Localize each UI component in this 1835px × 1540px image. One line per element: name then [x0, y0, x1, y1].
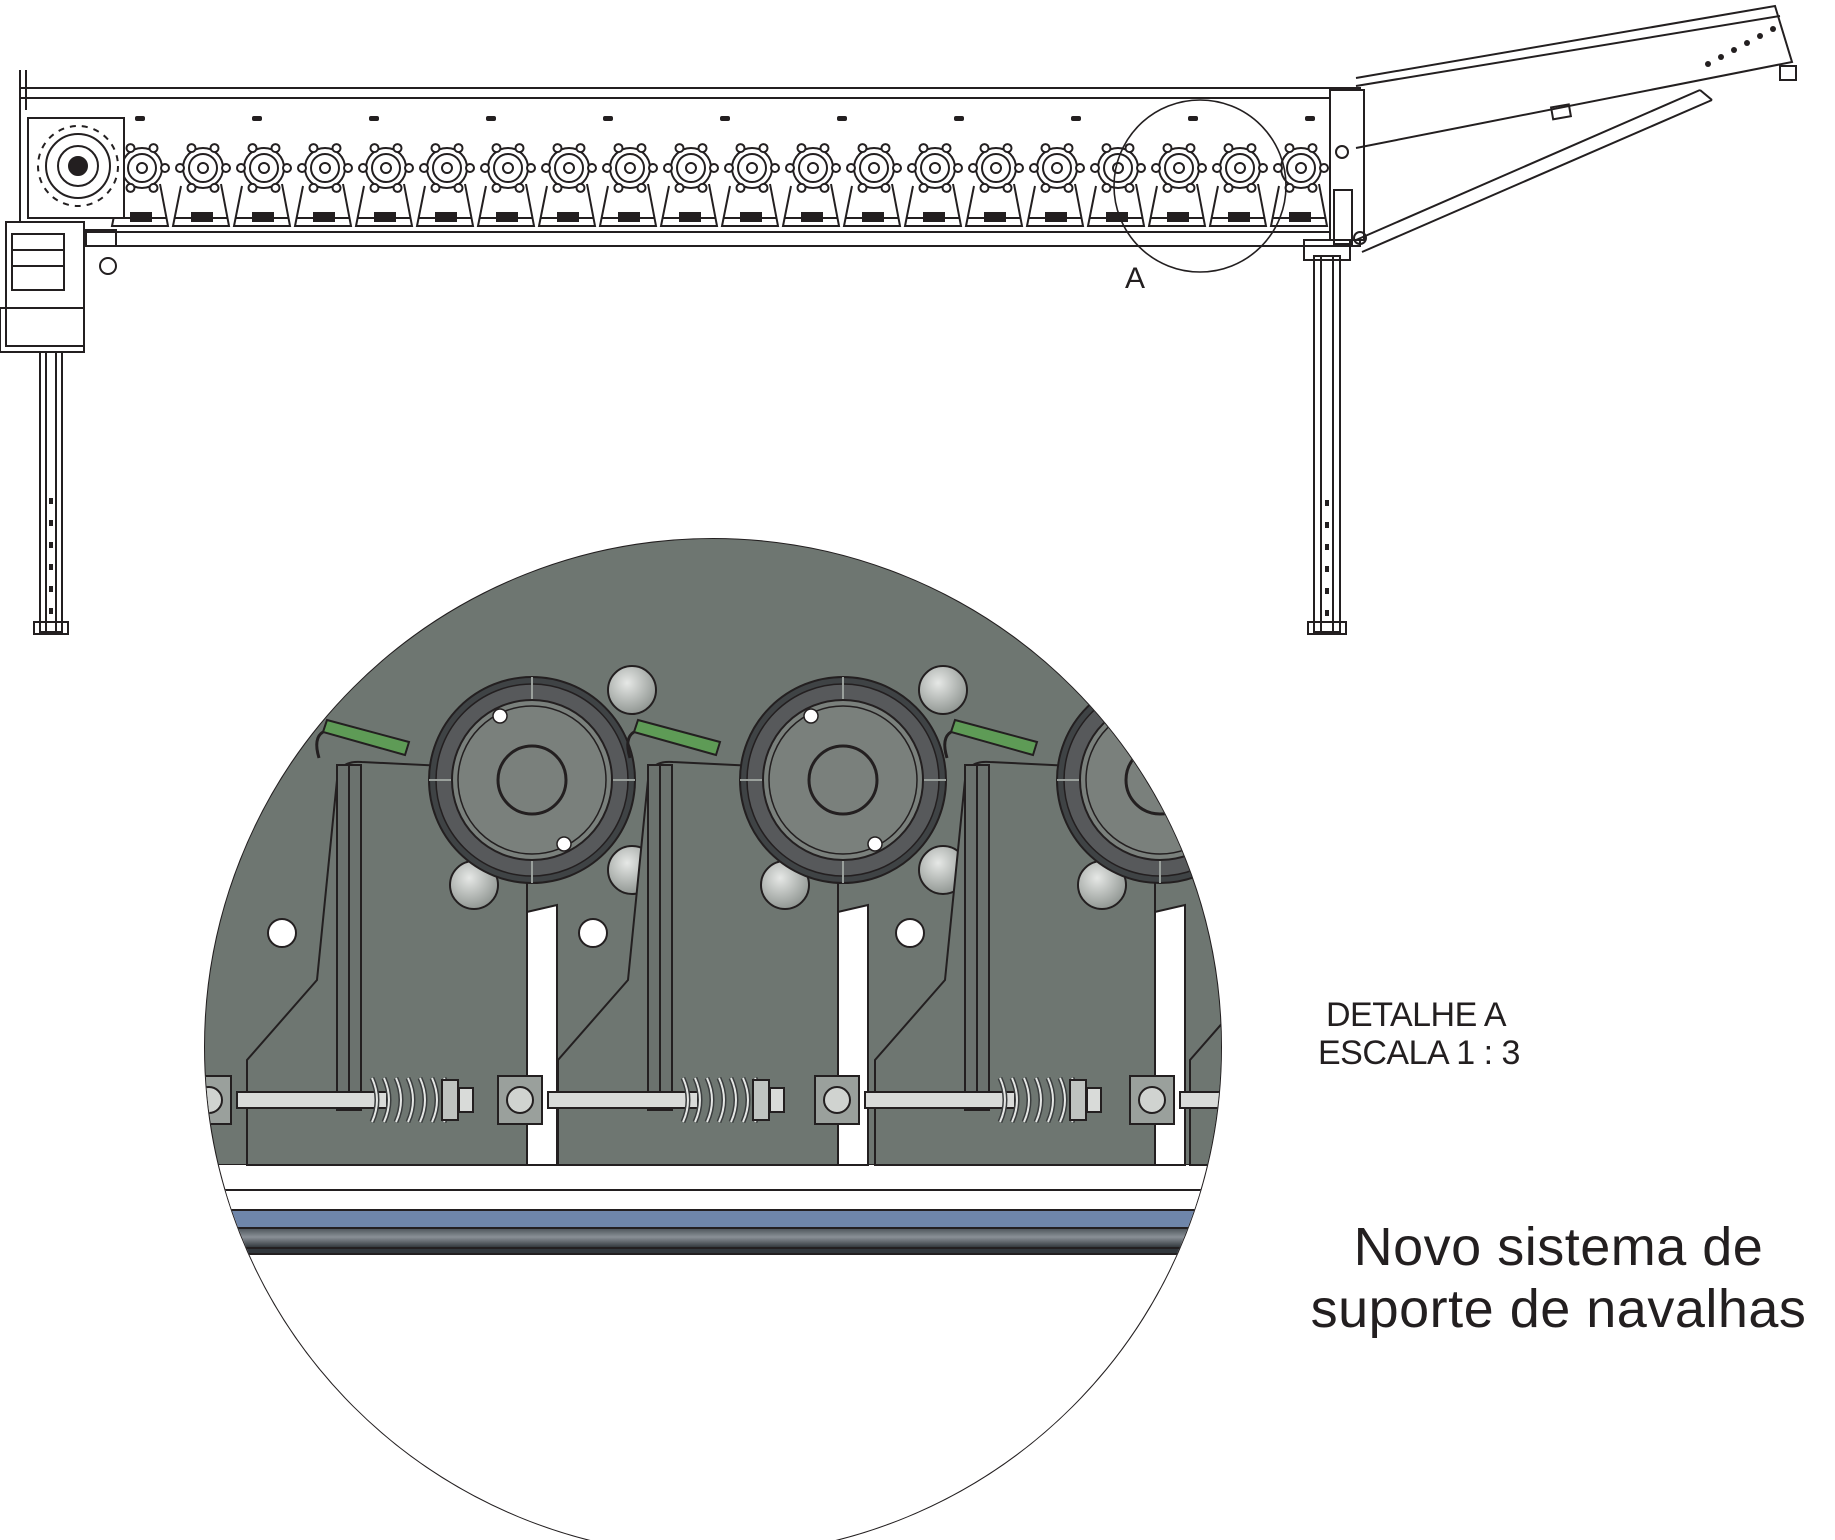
- detail-a-callout-circle: [1113, 99, 1287, 273]
- knife-disc-row: [110, 143, 1329, 227]
- leg-hole: [49, 586, 53, 592]
- leg-hole: [1325, 522, 1329, 528]
- knife-disc: [720, 143, 780, 227]
- bearing-ball: [1551, 666, 1599, 714]
- knife-disc: [781, 143, 841, 227]
- frame-slot: [1071, 116, 1081, 121]
- knife-disc: [598, 143, 658, 227]
- drive-motor: [0, 221, 117, 353]
- frame-slot: [837, 116, 847, 121]
- leg-hole: [49, 564, 53, 570]
- leg-hole: [1325, 566, 1329, 572]
- caption: Novo sistema de suporte de navalhas: [1282, 1216, 1835, 1340]
- pivot-hole: [895, 918, 925, 948]
- caption-line-2: suporte de navalhas: [1310, 1279, 1807, 1339]
- detail-scale: ESCALA 1 : 3: [1318, 1034, 1520, 1072]
- machine-side-view: [0, 4, 1797, 635]
- knife-disc: [232, 143, 292, 227]
- frame-slot: [486, 116, 496, 121]
- knife-disc: [739, 676, 947, 884]
- right-leg: [1303, 239, 1351, 635]
- knife-disc: [659, 143, 719, 227]
- leg-hole: [1325, 500, 1329, 506]
- knife-blade: [632, 718, 722, 757]
- knife-disc: [1208, 143, 1268, 227]
- frame-slot: [1188, 116, 1198, 121]
- frame-slot: [369, 116, 379, 121]
- knife-disc: [1147, 143, 1207, 227]
- compression-spring: [369, 1076, 452, 1124]
- frame-slot: [135, 116, 145, 121]
- frame-slot: [252, 116, 262, 121]
- leg-hole: [1325, 544, 1329, 550]
- knife-holder-unit: [205, 665, 657, 1166]
- knife-disc: [171, 143, 231, 227]
- knife-disc: [842, 143, 902, 227]
- bottom-rail: [205, 1189, 1221, 1255]
- pivot-hole: [267, 918, 297, 948]
- knife-holder-unit: [497, 665, 968, 1166]
- bearing-ball: [1236, 666, 1284, 714]
- bearing-ball: [607, 665, 657, 715]
- bearing-ball: [1551, 846, 1599, 894]
- boom-hole: [1770, 26, 1776, 32]
- leg-hole: [49, 498, 53, 504]
- inclined-boom: [1355, 4, 1797, 253]
- boom-hole: [1718, 54, 1724, 60]
- pivot-hole: [1210, 918, 1221, 948]
- detail-title: DETALHE A: [1325, 996, 1507, 1034]
- leg-hole: [1325, 588, 1329, 594]
- knife-disc: [537, 143, 597, 227]
- detail-marker-a: A: [1125, 262, 1146, 295]
- knife-disc: [293, 143, 353, 227]
- boom-hole: [1705, 61, 1711, 67]
- knife-blade: [1266, 720, 1352, 755]
- knife-disc: [415, 143, 475, 227]
- knife-disc: [476, 143, 536, 227]
- detail-label: DETALHE A ESCALA 1 : 3: [1318, 996, 1520, 1072]
- frame-slots: [135, 116, 1315, 121]
- knife-blade: [949, 718, 1039, 757]
- gearbox: [27, 117, 125, 219]
- knife-disc: [1025, 143, 1085, 227]
- boom-hole: [1731, 47, 1737, 53]
- frame-slot: [603, 116, 613, 121]
- bearing-ball: [1393, 861, 1441, 909]
- knife-blade: [321, 718, 411, 757]
- knife-disc: [1372, 677, 1578, 883]
- knife-disc: [428, 676, 636, 884]
- knife-disc: [1056, 676, 1221, 884]
- caption-line-1: Novo sistema de: [1353, 1217, 1764, 1277]
- knife-disc: [964, 143, 1024, 227]
- detail-a-view: [204, 500, 1599, 1540]
- leg-hole: [49, 520, 53, 526]
- plate-slot: [610, 500, 670, 530]
- knife-disc: [903, 143, 963, 227]
- knife-disc: [354, 143, 414, 227]
- leg-hole: [49, 542, 53, 548]
- leg-hole: [49, 608, 53, 614]
- boom-hole: [1757, 33, 1763, 39]
- compression-spring: [1315, 1078, 1392, 1122]
- frame-slot: [1305, 116, 1315, 121]
- frame-slot: [720, 116, 730, 121]
- knife-disc: [110, 143, 170, 227]
- left-leg: [33, 351, 69, 635]
- bearing-ball: [918, 665, 968, 715]
- leg-hole: [1325, 610, 1329, 616]
- boom-hole: [1744, 40, 1750, 46]
- bearing-ball: [1236, 846, 1284, 894]
- end-bracket: [1329, 89, 1367, 245]
- frame-slot: [954, 116, 964, 121]
- pivot-hole: [578, 918, 608, 948]
